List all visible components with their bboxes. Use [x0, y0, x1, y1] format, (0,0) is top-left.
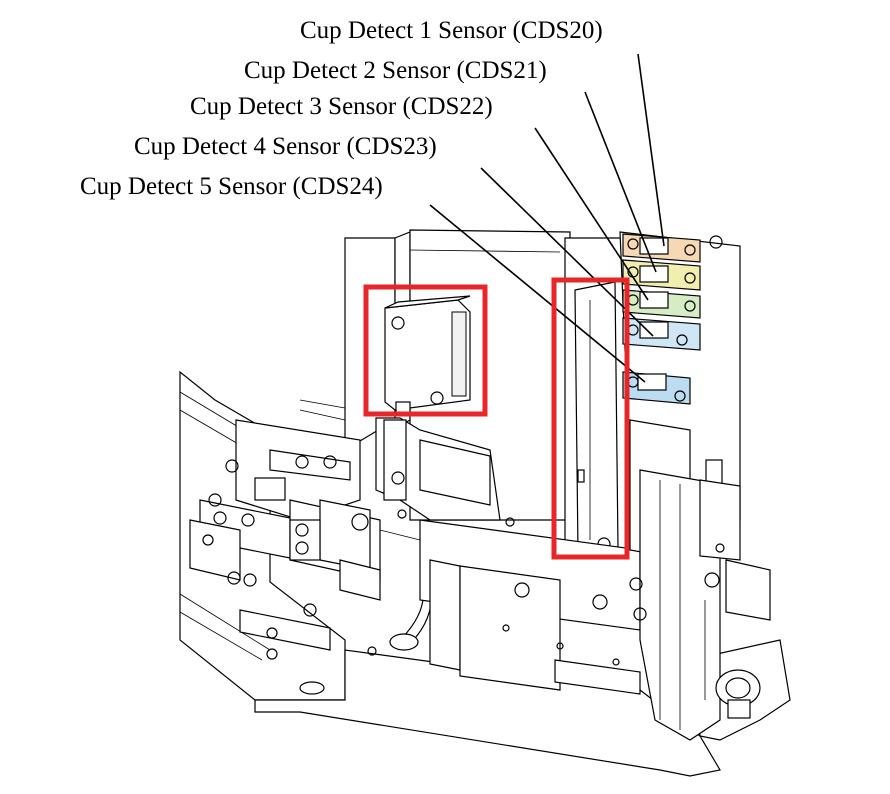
callout-label-cds21: Cup Detect 2 Sensor (CDS21) — [244, 57, 547, 84]
highlight-box-center-column — [551, 277, 630, 560]
callout-label-cds20: Cup Detect 1 Sensor (CDS20) — [300, 17, 603, 44]
leader-cds20 — [637, 53, 665, 247]
callout-label-cds23: Cup Detect 4 Sensor (CDS23) — [134, 133, 437, 160]
leader-cds23 — [480, 167, 654, 337]
leader-lines — [429, 53, 665, 383]
sensor-stack — [619, 231, 741, 521]
callout-labels: Cup Detect 1 Sensor (CDS20) Cup Detect 2… — [80, 17, 603, 200]
leader-cds22 — [534, 127, 649, 301]
photo-sensor-box — [384, 295, 471, 415]
leader-cds24 — [429, 204, 646, 383]
leader-cds21 — [584, 91, 657, 273]
highlight-box-left-sensor — [363, 284, 488, 417]
callout-label-cds24: Cup Detect 5 Sensor (CDS24) — [80, 173, 383, 200]
lower-right-assembly — [419, 419, 771, 741]
sensor-bracket — [375, 417, 515, 527]
callout-label-cds22: Cup Detect 3 Sensor (CDS22) — [190, 93, 493, 120]
